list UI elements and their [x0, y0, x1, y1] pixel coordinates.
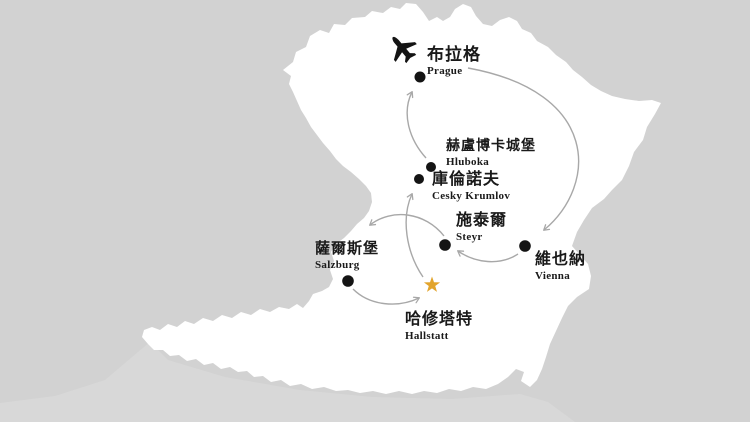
- hallstatt-name-zh: 哈修塔特: [405, 311, 474, 328]
- salzburg-name-en: Salzburg: [315, 258, 360, 271]
- hluboka-name-en: Hluboka: [446, 155, 490, 168]
- vienna-name-zh: 維也納: [535, 251, 587, 268]
- neighbor-country-shape: [0, 342, 575, 422]
- vienna-name-en: Vienna: [535, 269, 571, 282]
- route-steyr-to-salzburg: [369, 213, 445, 237]
- cesky-krumlov-name-en: Cesky Krumlov: [432, 189, 511, 202]
- star-icon-hallstatt: [423, 276, 441, 292]
- salzburg-name-zh: 薩爾斯堡: [315, 241, 380, 257]
- route-prague-to-vienna: [467, 67, 580, 231]
- route-vienna-to-steyr: [457, 250, 519, 263]
- location-label-hluboka: 赫盧博卡城堡 Hluboka: [446, 139, 536, 168]
- cesky-krumlov-name-zh: 庫倫諾夫: [432, 171, 501, 188]
- route-hallstatt-to-krumlov: [405, 192, 424, 278]
- marker-dot-hluboka: [426, 162, 436, 172]
- location-label-hallstatt: 哈修塔特 Hallstatt: [405, 311, 473, 342]
- route-salzburg-to-hallstatt: [352, 288, 421, 305]
- austria-czech-landmass: [142, 3, 661, 394]
- steyr-name-en: Steyr: [456, 230, 483, 243]
- marker-dot-prague: [414, 71, 426, 83]
- prague-name-en: Prague: [427, 65, 463, 78]
- city-markers: [342, 71, 531, 287]
- location-label-salzburg: 薩爾斯堡 Salzburg: [315, 241, 379, 271]
- location-label-vienna: 維也納 Vienna: [535, 251, 586, 282]
- location-label-prague: 布拉格 Prague: [427, 45, 481, 77]
- hallstatt-name-en: Hallstatt: [405, 329, 449, 342]
- airplane-icon: [392, 36, 417, 64]
- marker-dot-salzburg: [342, 275, 354, 287]
- location-label-cesky-krumlov: 庫倫諾夫 Cesky Krumlov: [432, 171, 510, 202]
- steyr-name-zh: 施泰爾: [456, 212, 508, 229]
- prague-name-zh: 布拉格: [427, 45, 481, 64]
- marker-dot-steyr: [439, 239, 451, 251]
- marker-dot-cesky-krumlov: [414, 174, 424, 184]
- location-label-steyr: 施泰爾 Steyr: [456, 212, 507, 243]
- marker-dot-vienna: [519, 240, 531, 252]
- route-hluboka-to-prague: [406, 90, 427, 159]
- hluboka-name-zh: 赫盧博卡城堡: [446, 139, 536, 154]
- route-arrows: [352, 67, 580, 305]
